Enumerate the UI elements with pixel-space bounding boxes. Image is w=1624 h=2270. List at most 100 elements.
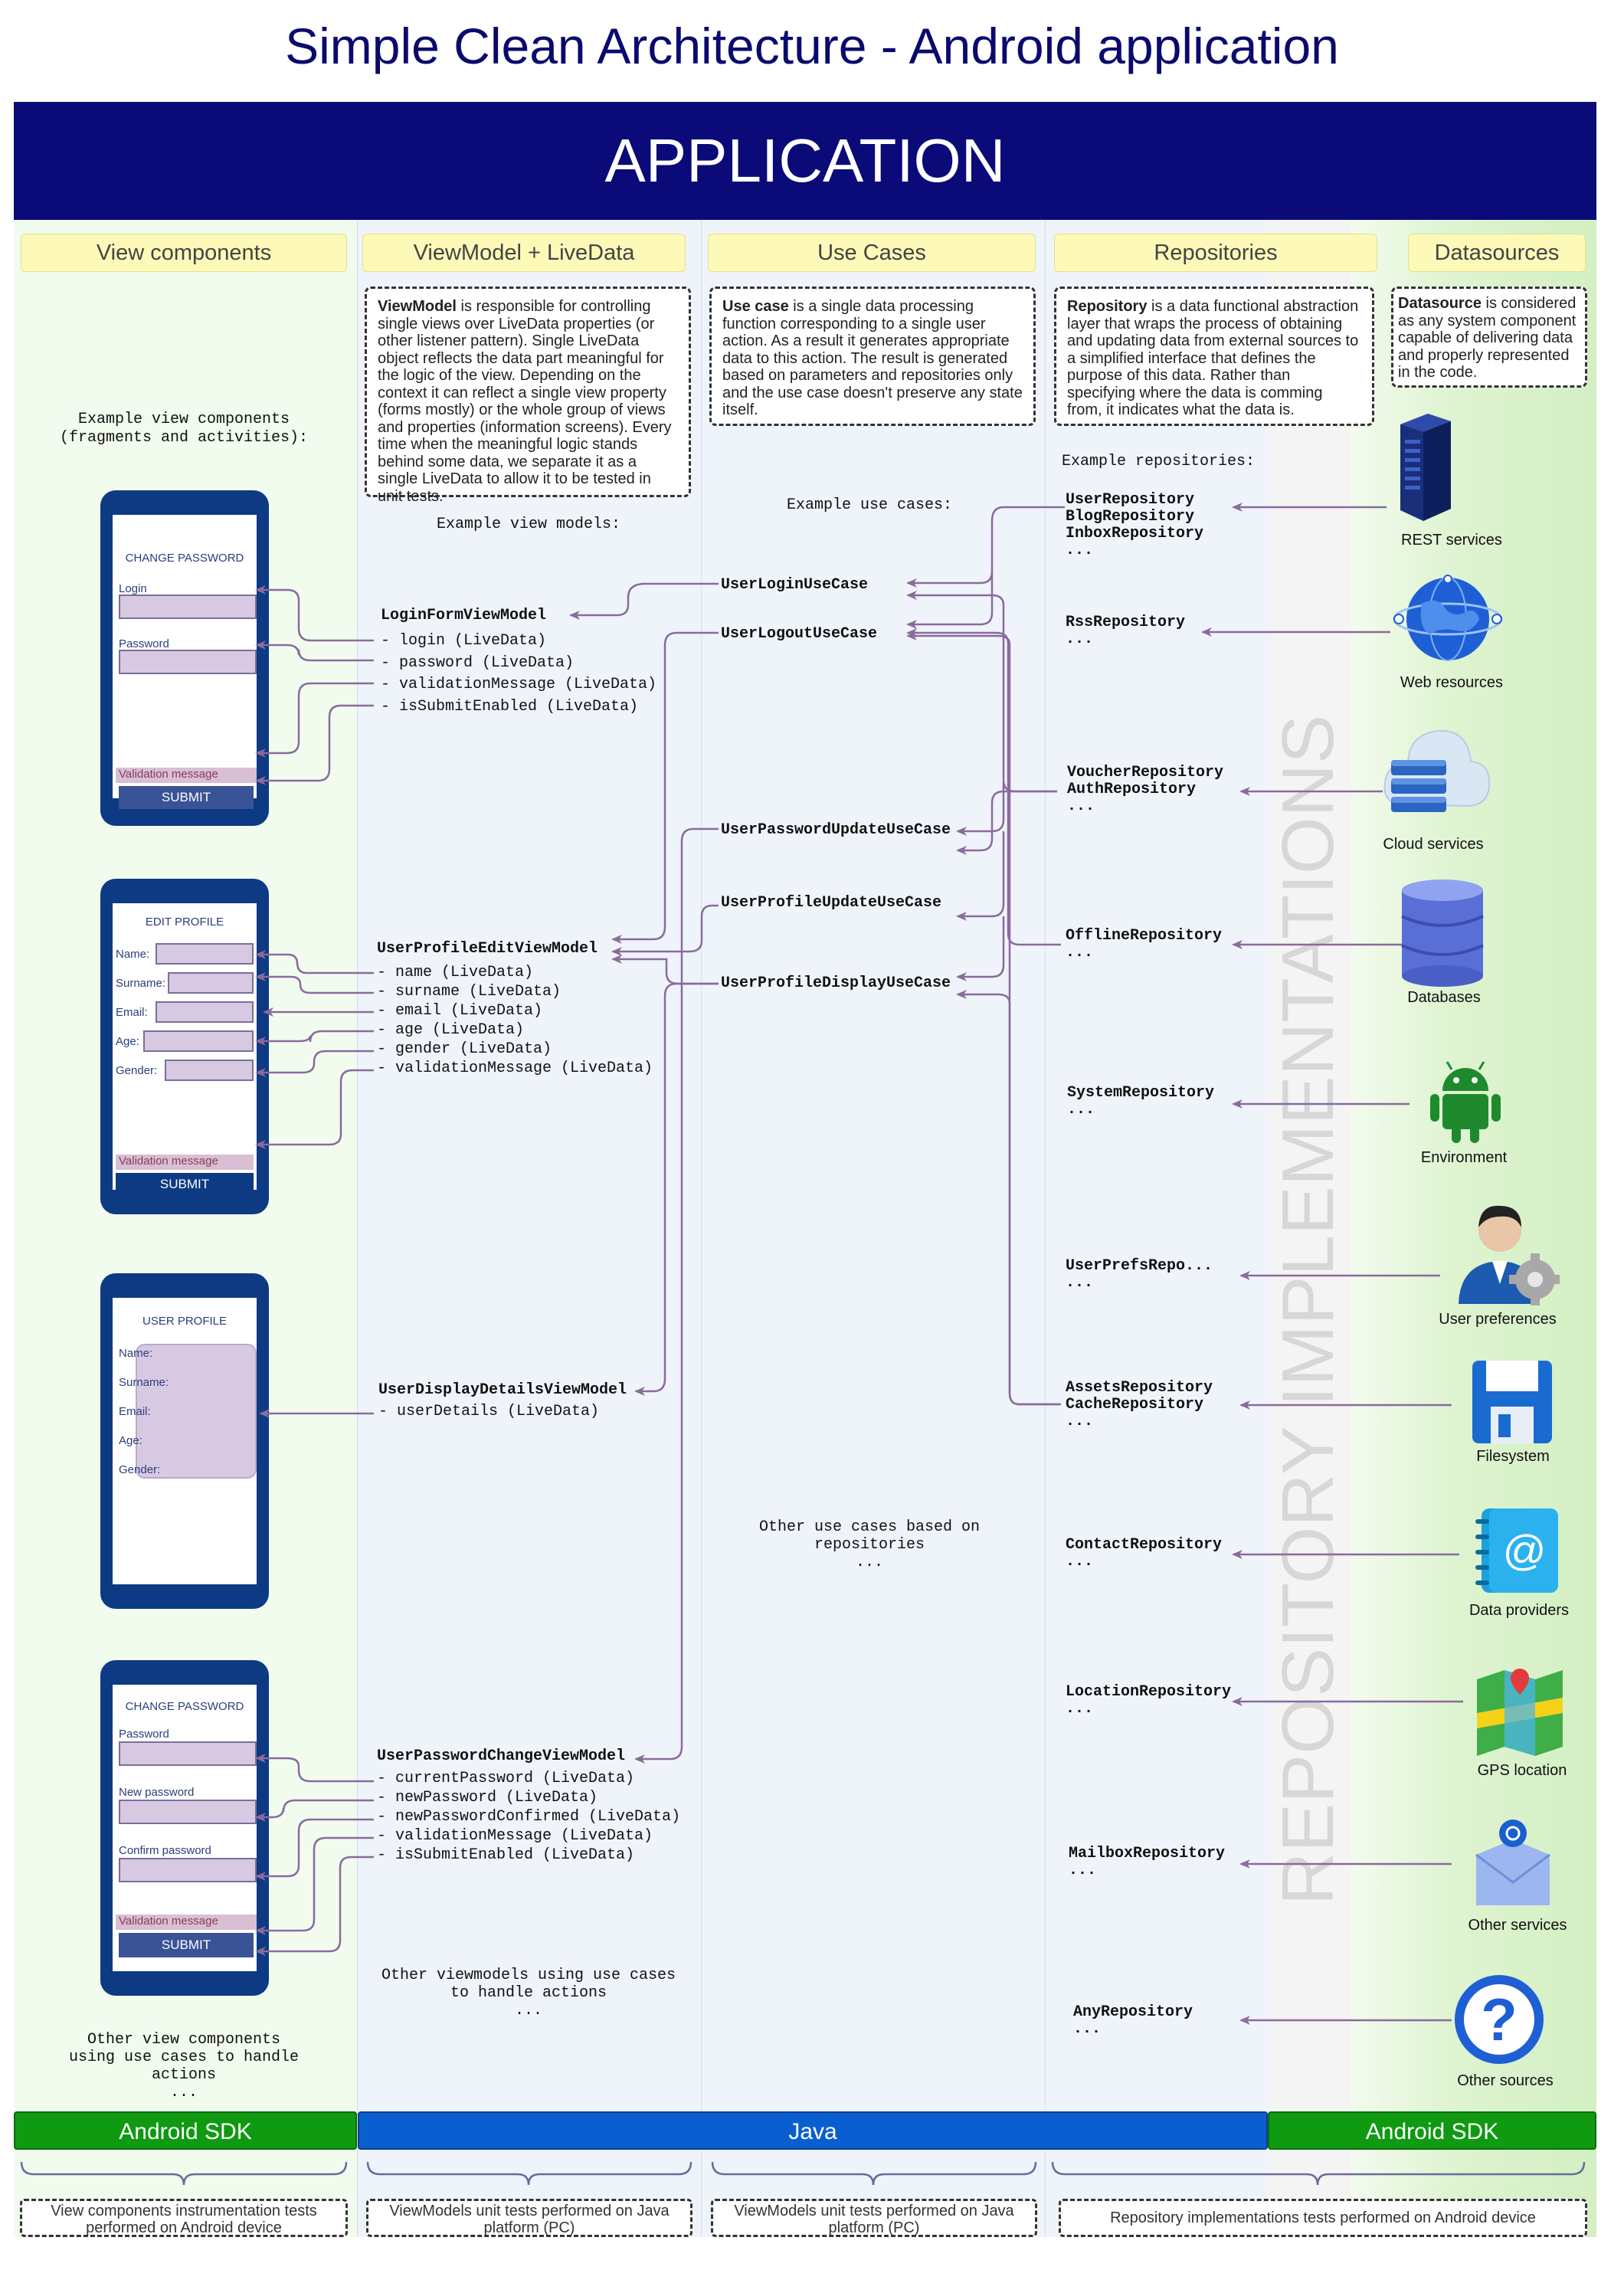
new-password-field[interactable]	[119, 1800, 257, 1824]
validation-message: Validation message	[116, 768, 257, 783]
header-viewmodel: ViewModel + LiveData	[362, 234, 686, 272]
name-label: Name:	[119, 1347, 153, 1360]
surname-label: Surname:	[116, 977, 166, 990]
email-label: Email:	[119, 1405, 151, 1418]
repository-description: Repository is a data functional abstract…	[1054, 287, 1374, 426]
password-field[interactable]	[119, 1741, 257, 1766]
datasource-label: Data providers	[1468, 1602, 1570, 1619]
server-icon	[1385, 414, 1452, 521]
password-label: Password	[119, 637, 169, 650]
repository-item: AnyRepository ...	[1073, 2003, 1193, 2038]
datasource-label: REST services	[1401, 532, 1502, 549]
login-field[interactable]	[119, 595, 257, 619]
gender-label: Gender:	[119, 1463, 161, 1476]
other-usecases-label: Other use cases based on repositories ..…	[758, 1518, 981, 1571]
viewmodel-props: - name (LiveData) - surname (LiveData) -…	[377, 964, 653, 1077]
database-icon	[1400, 878, 1485, 987]
usecase-column	[702, 220, 1046, 2237]
screen-title: USER PROFILE	[142, 1315, 228, 1328]
viewmodel-props: - login (LiveData) - password (LiveData)…	[381, 632, 657, 716]
screen-title: CHANGE PASSWORD	[125, 552, 244, 565]
usecase-item: UserProfileUpdateUseCase	[721, 894, 942, 912]
surname-field[interactable]	[168, 972, 254, 994]
datasource-label: Cloud services	[1383, 836, 1484, 853]
svg-text:@: @	[1503, 1526, 1547, 1574]
usecase-item: UserLoginUseCase	[721, 576, 869, 594]
phone-screen: EDIT PROFILE Name: Surname: Email: Age: …	[113, 903, 257, 1196]
phone-login: CHANGE PASSWORD Login Password Validatio…	[100, 490, 269, 826]
viewmodel-description: ViewModel is responsible for controlling…	[365, 287, 691, 505]
age-field[interactable]	[143, 1030, 254, 1052]
screen-title: EDIT PROFILE	[145, 916, 224, 929]
header-repositories: Repositories	[1054, 234, 1377, 272]
datasource-term: Datasource	[1398, 295, 1482, 312]
name-field[interactable]	[156, 943, 254, 965]
svg-text:?: ?	[1481, 1986, 1518, 2053]
details-panel	[136, 1344, 257, 1479]
usecase-item: UserProfileDisplayUseCase	[721, 974, 951, 992]
datasource-label: Web resources	[1400, 674, 1504, 691]
example-usecases-label: Example use cases:	[786, 496, 953, 514]
globe-icon	[1391, 573, 1504, 665]
repository-item: RssRepository ...	[1066, 614, 1186, 648]
repository-item: UserRepository BlogRepository InboxRepos…	[1066, 491, 1204, 559]
page-title: Simple Clean Architecture - Android appl…	[285, 18, 1339, 74]
repository-term: Repository	[1067, 298, 1148, 315]
datasource-label: Environment	[1420, 1149, 1508, 1166]
repository-item: LocationRepository ...	[1066, 1683, 1232, 1718]
datasource-description: Datasource is considered as any system c…	[1391, 287, 1587, 388]
confirm-password-field[interactable]	[119, 1858, 257, 1882]
header-view-components: View components	[21, 234, 347, 272]
test-viewmodels: ViewModels unit tests performed on Java …	[366, 2199, 692, 2237]
android-sdk-bar-right: Android SDK	[1268, 2111, 1596, 2150]
repository-text: is a data functional abstraction layer t…	[1067, 298, 1359, 418]
test-repositories: Repository implementations tests perform…	[1059, 2199, 1587, 2237]
usecase-item: UserPasswordUpdateUseCase	[721, 821, 951, 839]
example-viewmodels-label: Example view models:	[436, 516, 621, 533]
repository-item: UserPrefsRepo... ...	[1066, 1257, 1213, 1292]
phone-change-password: CHANGE PASSWORD Password New password Co…	[100, 1660, 269, 1996]
test-view-components: View components instrumentation tests pe…	[20, 2199, 348, 2237]
submit-button[interactable]: SUBMIT	[116, 1173, 254, 1196]
age-label: Age:	[119, 1434, 142, 1447]
phone-user-profile: USER PROFILE Name: Surname: Email: Age: …	[100, 1273, 269, 1609]
surname-label: Surname:	[119, 1376, 169, 1389]
android-sdk-bar-left: Android SDK	[14, 2111, 357, 2150]
usecase-description: Use case is a single data processing fun…	[709, 287, 1036, 426]
viewmodel-term: ViewModel	[378, 298, 457, 315]
map-pin-icon	[1475, 1667, 1564, 1757]
usecase-item: UserLogoutUseCase	[721, 625, 878, 643]
phone-screen: CHANGE PASSWORD Login Password Validatio…	[113, 515, 257, 809]
new-password-label: New password	[119, 1786, 195, 1799]
datasource-label: Other services	[1468, 1917, 1567, 1934]
age-label: Age:	[116, 1035, 139, 1048]
viewmodel-props: - currentPassword (LiveData) - newPasswo…	[377, 1770, 681, 1864]
repository-item: ContactRepository ...	[1066, 1536, 1223, 1571]
phone-screen: CHANGE PASSWORD Password New password Co…	[113, 1685, 257, 1971]
confirm-password-label: Confirm password	[119, 1844, 211, 1857]
repository-item: SystemRepository ...	[1067, 1084, 1215, 1119]
datasource-column	[1351, 220, 1596, 2237]
datasource-label: GPS location	[1477, 1762, 1567, 1779]
submit-button[interactable]: SUBMIT	[119, 1933, 254, 1957]
usecase-term: Use case	[722, 298, 789, 315]
cloud-icon	[1382, 720, 1492, 823]
email-field[interactable]	[156, 1001, 254, 1023]
viewmodel-name: UserPasswordChangeViewModel	[377, 1748, 626, 1765]
viewmodel-name: UserDisplayDetailsViewModel	[378, 1381, 627, 1399]
datasource-text: is considered as any system component ca…	[1398, 295, 1577, 381]
password-label: Password	[119, 1728, 169, 1741]
viewmodel-name: LoginFormViewModel	[381, 607, 547, 624]
viewmodel-column	[358, 220, 702, 2237]
repository-column	[1046, 220, 1268, 2237]
gender-field[interactable]	[165, 1060, 254, 1081]
repository-item: MailboxRepository ...	[1069, 1845, 1226, 1879]
submit-button[interactable]: SUBMIT	[119, 786, 254, 809]
password-field[interactable]	[119, 650, 257, 674]
viewmodel-props: - userDetails (LiveData)	[378, 1403, 600, 1420]
usecase-text: is a single data processing function cor…	[722, 298, 1023, 418]
name-label: Name:	[116, 948, 150, 961]
android-icon	[1429, 1057, 1502, 1143]
